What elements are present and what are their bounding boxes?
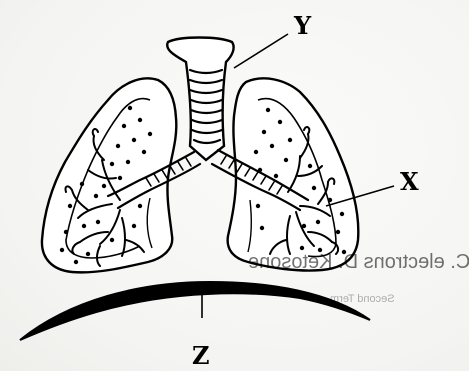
pointer-line-y <box>234 34 288 68</box>
label-x: X <box>400 170 419 194</box>
label-y: Y <box>294 14 311 38</box>
left-lung <box>42 78 176 272</box>
label-z: Z <box>192 344 210 368</box>
bleed-through-text: C. electrons D. Ketosone <box>248 252 469 272</box>
right-lung <box>228 78 359 270</box>
bleed-through-text-small: Second Term <box>330 294 395 305</box>
diaphragm <box>20 282 370 340</box>
